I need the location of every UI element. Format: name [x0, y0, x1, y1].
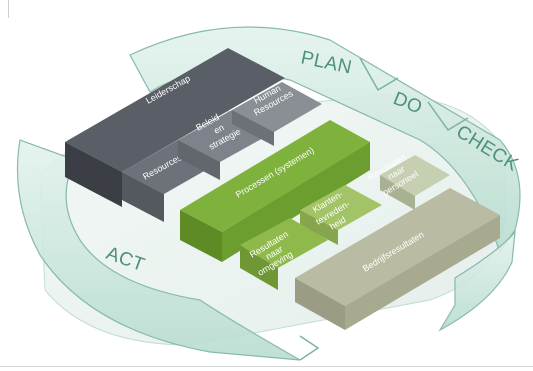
- block-processen: Processen (systemen): [180, 120, 370, 262]
- chevron-act-arrow: [299, 335, 320, 361]
- top-left-border: [8, 0, 9, 18]
- block-bedrijfsresultaten: Bedrijfsresultaten: [295, 188, 500, 330]
- pdca-ring-front: [16, 139, 301, 361]
- chevron-plan-do: [359, 57, 399, 92]
- chevron-do-check: [427, 101, 469, 131]
- pdca-ring-right-front: [438, 230, 516, 332]
- bottom-border: [0, 366, 533, 367]
- block-human-resources: Human Resources: [232, 82, 322, 146]
- beleid-line2: en: [212, 122, 226, 136]
- block-klantentevredenheid: Klanten- tevreden- heid: [300, 185, 382, 245]
